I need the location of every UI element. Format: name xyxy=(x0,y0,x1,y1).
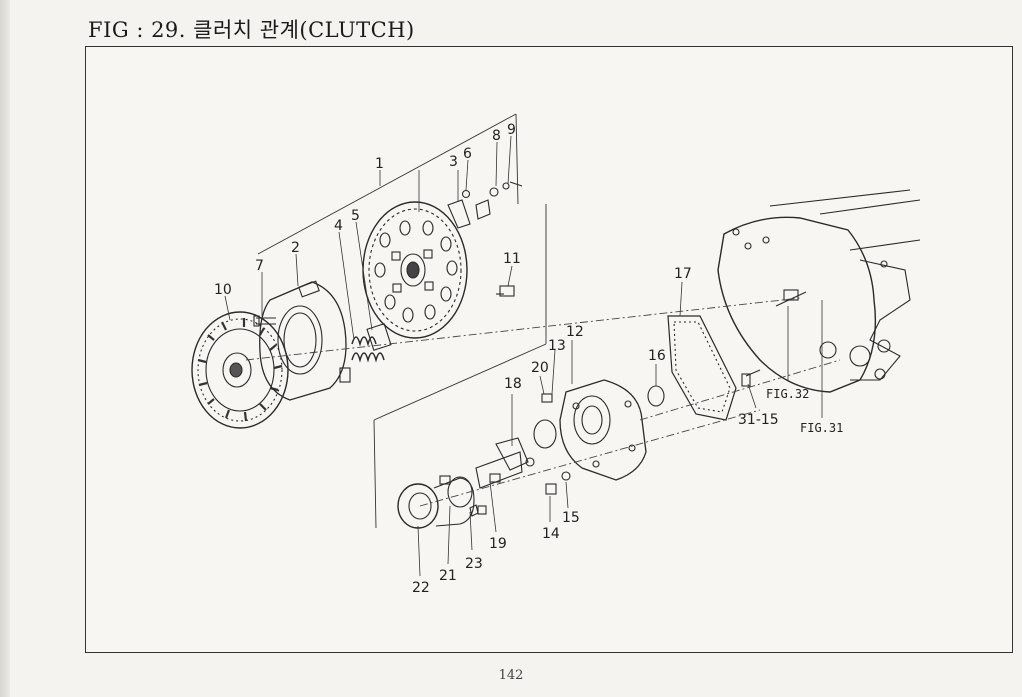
callout-21: 21 xyxy=(439,568,457,584)
pressure-plate xyxy=(253,280,351,401)
callout-18: 18 xyxy=(504,376,522,392)
gasket-inner xyxy=(673,321,731,413)
callout-14: 14 xyxy=(542,526,560,542)
callout-12: 12 xyxy=(566,324,584,340)
callout-13: 13 xyxy=(548,338,566,354)
callout-5: 5 xyxy=(351,208,360,224)
release-bearing xyxy=(397,475,475,529)
release-spring xyxy=(351,323,392,363)
callout-17: 17 xyxy=(674,266,692,282)
callout-fig32: FIG.32 xyxy=(766,387,809,401)
callout-2: 2 xyxy=(291,240,300,256)
flywheel xyxy=(362,201,468,339)
gasket xyxy=(667,315,737,421)
release-shaft xyxy=(469,437,535,517)
callout-8: 8 xyxy=(492,128,501,144)
callout-20: 20 xyxy=(531,360,549,376)
callout-11: 11 xyxy=(503,251,521,267)
nut-14 xyxy=(545,483,557,495)
callout-6: 6 xyxy=(463,146,472,162)
callout-7: 7 xyxy=(255,258,264,274)
callout-labels: 1 2 3 4 5 6 7 8 9 10 11 12 13 14 15 16 1… xyxy=(214,122,843,596)
figure-title: FIG : 29. 클러치 관계(CLUTCH) xyxy=(88,18,415,42)
page-binding-edge xyxy=(0,0,10,697)
callout-1: 1 xyxy=(375,156,384,172)
page-number: 142 xyxy=(498,668,524,683)
callout-19: 19 xyxy=(489,536,507,552)
snap-ring xyxy=(647,385,665,407)
bolt-13 xyxy=(541,393,553,403)
callout-3: 3 xyxy=(449,154,458,170)
clip-parts xyxy=(447,181,523,229)
bolt-11 xyxy=(496,285,515,297)
o-ring xyxy=(533,419,557,449)
callout-23: 23 xyxy=(465,556,483,572)
callout-4: 4 xyxy=(334,218,343,234)
callout-31-15: 31-15 xyxy=(738,412,779,428)
callout-9: 9 xyxy=(507,122,516,138)
callout-10: 10 xyxy=(214,282,232,298)
diagram-frame xyxy=(85,46,1013,653)
transmission-housing xyxy=(717,189,921,393)
callout-15: 15 xyxy=(562,510,580,526)
callout-16: 16 xyxy=(648,348,666,364)
washer-15 xyxy=(561,471,571,481)
clutch-housing-cover xyxy=(559,379,647,481)
callout-22: 22 xyxy=(412,580,430,596)
callout-fig31: FIG.31 xyxy=(800,421,843,435)
clutch-disc xyxy=(191,311,289,429)
